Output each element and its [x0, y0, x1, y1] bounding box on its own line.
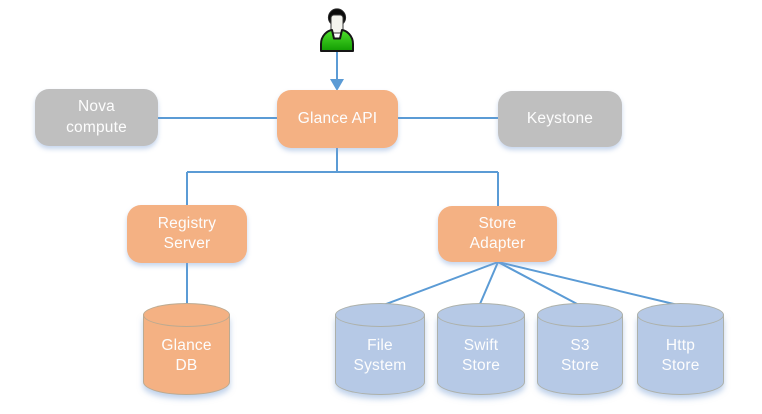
node-glance-api-label: Glance API: [297, 109, 378, 127]
cylinder-body: [143, 315, 230, 395]
node-glance-db-label: Glance DB: [161, 336, 212, 374]
cylinder-body: [637, 315, 724, 395]
node-http-store: Http Store: [637, 303, 724, 395]
edge-adapter-s3-store: [497, 261, 580, 306]
node-glance-db: Glance DB: [143, 303, 230, 395]
node-registry-server-label: Registry Server: [157, 214, 217, 252]
edge-adapter-file-system: [380, 261, 499, 307]
cylinder-top: [335, 303, 425, 327]
node-nova-compute-label: Nova compute: [66, 98, 127, 136]
cylinder-top: [537, 303, 623, 327]
cylinder-top: [437, 303, 525, 327]
node-glance-api: Glance API: [277, 90, 398, 148]
node-s3-store-label: S3 Store: [560, 336, 600, 374]
cylinder-top: [143, 303, 230, 327]
node-nova-compute: Nova compute: [35, 89, 158, 146]
node-http-store-label: Http Store: [661, 336, 700, 374]
node-store-adapter: Store Adapter: [438, 206, 557, 262]
cylinder-body: [335, 315, 425, 395]
node-s3-store: S3 Store: [537, 303, 623, 395]
node-keystone-label: Keystone: [526, 109, 594, 127]
cylinder-body: [437, 315, 525, 395]
edge-adapter-swift-store: [479, 261, 499, 305]
cylinder-top: [637, 303, 724, 327]
node-swift-store-label: Swift Store: [461, 336, 501, 374]
node-keystone: Keystone: [498, 91, 622, 147]
cylinder-body: [537, 315, 623, 395]
node-file-system: File System: [335, 303, 425, 395]
person-icon: [320, 8, 354, 52]
node-swift-store: Swift Store: [437, 303, 525, 395]
node-registry-server: Registry Server: [127, 205, 247, 263]
node-store-adapter-label: Store Adapter: [469, 214, 526, 252]
edge-adapter-http-store: [497, 261, 679, 306]
node-file-system-label: File System: [353, 336, 407, 374]
arrowhead-icon: [330, 79, 344, 91]
